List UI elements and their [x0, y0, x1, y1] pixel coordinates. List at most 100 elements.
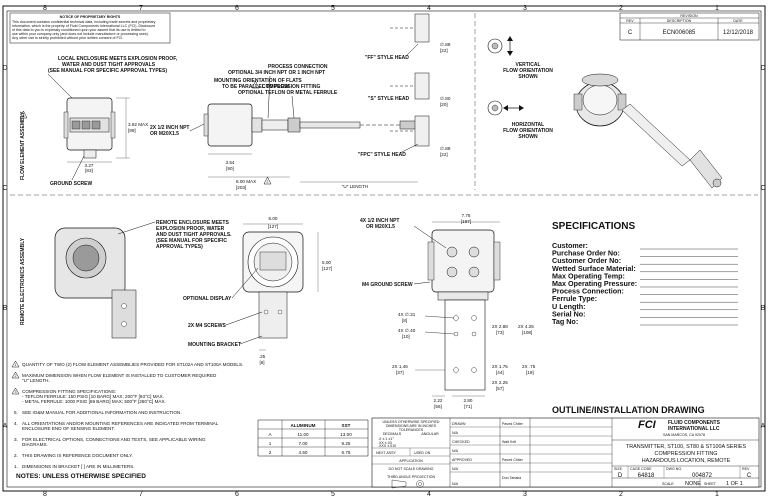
local-enclosure-side: [203, 103, 419, 147]
revision-description: ECN006085: [663, 30, 696, 36]
dim-text-mm: [10]: [402, 334, 410, 339]
dimension-280: 2.80 [71]: [452, 395, 485, 409]
product-line: HAZARDOUS LOCATION, REMOTE: [642, 458, 731, 464]
notes-block: 1 QUANTITY OF TWO (2) FLOW ELEMENT ASSEMB…: [11, 360, 243, 469]
note-number: 3: [15, 390, 17, 394]
orientation-line: SHOWN: [518, 74, 538, 80]
orientation-line: FLOW ORIENTATION: [503, 68, 553, 74]
company-name: INTERNATIONAL LLC: [668, 426, 720, 432]
head-label: "FF" STYLE HEAD: [365, 55, 409, 61]
material-cell: 7.00: [299, 441, 308, 446]
dimension-222: 2.22 [56]: [432, 395, 445, 409]
zone-column-label: 5: [331, 5, 335, 12]
dwg-label: DWG NO.: [666, 467, 682, 471]
approved-name: Paved Chiter: [502, 458, 524, 462]
dim-text: 2X 2.88: [492, 324, 508, 329]
dim-text-mm: [8]: [402, 318, 407, 323]
scale-label: SCALE: [662, 482, 674, 486]
proprietary-title: NOTICE OF PROPRIETARY RIGHTS: [60, 15, 121, 19]
zone-column-label: 5: [331, 491, 335, 497]
dim-text-mm: [37]: [396, 370, 404, 375]
zone-column-label: 8: [43, 5, 47, 12]
ff-style-head: "FF" STYLE HEAD ∅.88 [22]: [365, 13, 451, 61]
note-text: FOR ELECTRICAL OPTIONS, CONNECTIONS AND …: [22, 437, 206, 442]
proprietary-line: Any other use is strictly prohibited wit…: [12, 36, 123, 40]
note-text: THIS DRAWING IS REFERENCE DOCUMENT ONLY.: [22, 453, 133, 458]
dim-text: 2X 4.25: [518, 324, 534, 329]
mfg-name: Dun Tanaka: [502, 476, 521, 480]
revision-table: REVISION REV DESCRIPTION DATE C ECN00608…: [619, 12, 760, 41]
dimension-25: .25 [6]: [259, 349, 266, 365]
na-value: N/A: [452, 431, 459, 435]
rev-value: C: [747, 473, 752, 479]
ref-number: 2: [267, 180, 269, 184]
mounting-orientation-callout: MOUNTING ORIENTATION OF FLATS TO BE PARA…: [214, 78, 302, 90]
spec-field-label: Ferrule Type:: [552, 294, 597, 303]
note-number: 1: [15, 363, 17, 367]
dim-text-mm: [71]: [464, 404, 472, 409]
next-assy-label: NEXT ASSY: [376, 451, 397, 455]
projection-label: THIRD ANGLE PROJECTION: [387, 475, 436, 479]
note-item: 1 QUANTITY OF TWO (2) FLOW ELEMENT ASSEMB…: [11, 360, 243, 368]
ref-number: 3: [255, 84, 257, 88]
head-dim-mm: [20]: [440, 102, 448, 107]
na-value: N/A: [452, 467, 459, 471]
dwg-number: 004872: [692, 473, 713, 479]
tolerance-value: .XXX ±.010: [378, 444, 396, 448]
product-line: TRANSMITTER, ST100, ST80 & ST100A SERIES: [626, 444, 747, 450]
remote-side-view: [427, 229, 501, 391]
dim-text-mm: [90]: [226, 166, 234, 171]
callout-line: EXPLOSION PROOF, WATER: [156, 226, 225, 232]
zone-column-label: 8: [43, 491, 47, 497]
do-not-scale: DO NOT SCALE DRAWING: [389, 467, 434, 471]
spec-field-label: Max Operating Pressure:: [552, 279, 637, 288]
dimension-775: 7.75 [197]: [432, 213, 500, 224]
callout-line: REMOTE ENCLOSURE MEETS: [156, 220, 229, 226]
company-logo-text: FCI: [638, 419, 657, 431]
fpc-style-head: "FPC" STYLE HEAD ∅.88 [22]: [358, 115, 451, 158]
flow-element-ref-marker: 6: [19, 110, 28, 119]
callout-line: PROCESS CONNECTION: [268, 64, 328, 70]
note-text: SEE IO&M MANUAL FOR ADDITIONAL INFORMATI…: [22, 410, 182, 415]
dimension-425: 2X 4.25 [108]: [518, 324, 534, 335]
spec-field-label: U Length:: [552, 302, 586, 311]
dim-text: 7.75: [462, 213, 471, 218]
zone-row-label: C: [760, 185, 765, 192]
notes-footer: NOTES: UNLESS OTHERWISE SPECIFIED: [16, 473, 146, 480]
dim-text: 3.27: [85, 163, 94, 168]
callout-line: TO BE PARALLEL TO FLOW: [222, 84, 289, 90]
note-number: 2.: [14, 453, 18, 458]
company-location: SAN MARCOS, CA 92078: [663, 433, 705, 437]
note-text: QUANTITY OF TWO (2) FLOW ELEMENT ASSEMBL…: [22, 362, 243, 367]
spec-field-label: Customer:: [552, 241, 588, 250]
tolerance-value: .XX ±.03: [378, 441, 392, 445]
spec-field-label: Tag No:: [552, 317, 578, 326]
note-item: 2. THIS DRAWING IS REFERENCE DOCUMENT ONL…: [14, 453, 133, 458]
cage-label: CAGE CODE: [630, 467, 652, 471]
note-item: 3.FOR ELECTRICAL OPTIONS, CONNECTIONS AN…: [14, 437, 206, 447]
company-name: FLUID COMPONENTS: [668, 420, 721, 426]
callout-text: OPTIONAL DISPLAY: [183, 296, 232, 302]
material-cell: 6.75: [342, 450, 351, 455]
specifications-block: SPECIFICATIONS Customer:Purchase Order N…: [552, 221, 738, 326]
dim-text: 4X ∅.40: [398, 328, 416, 333]
dim-text: .25: [259, 354, 266, 359]
section-label-remote-electronics: REMOTE ELECTRONICS ASSEMBLY: [20, 237, 26, 325]
product-line: COMPRESSION FITTING: [655, 451, 718, 457]
proprietary-line: This document contains confidential tech…: [12, 20, 156, 24]
optional-display-callout: OPTIONAL DISPLAY: [183, 267, 259, 302]
dim-text: 5.00: [322, 260, 331, 265]
head-dim-mm: [22]: [440, 48, 448, 53]
size-label: SIZE: [614, 467, 623, 471]
dim-text: 2.80: [464, 398, 473, 403]
unless-specified: DIMENSIONS ARE IN INCHES: [386, 424, 437, 428]
callout-text: M4 GROUND SCREW: [362, 282, 413, 288]
callout-text: GROUND SCREW: [50, 181, 93, 187]
specifications-title: SPECIFICATIONS: [552, 221, 635, 232]
dimension-225: 2X 2.25 [57]: [492, 380, 508, 391]
dim-text: 3.92 MAX: [128, 122, 148, 127]
